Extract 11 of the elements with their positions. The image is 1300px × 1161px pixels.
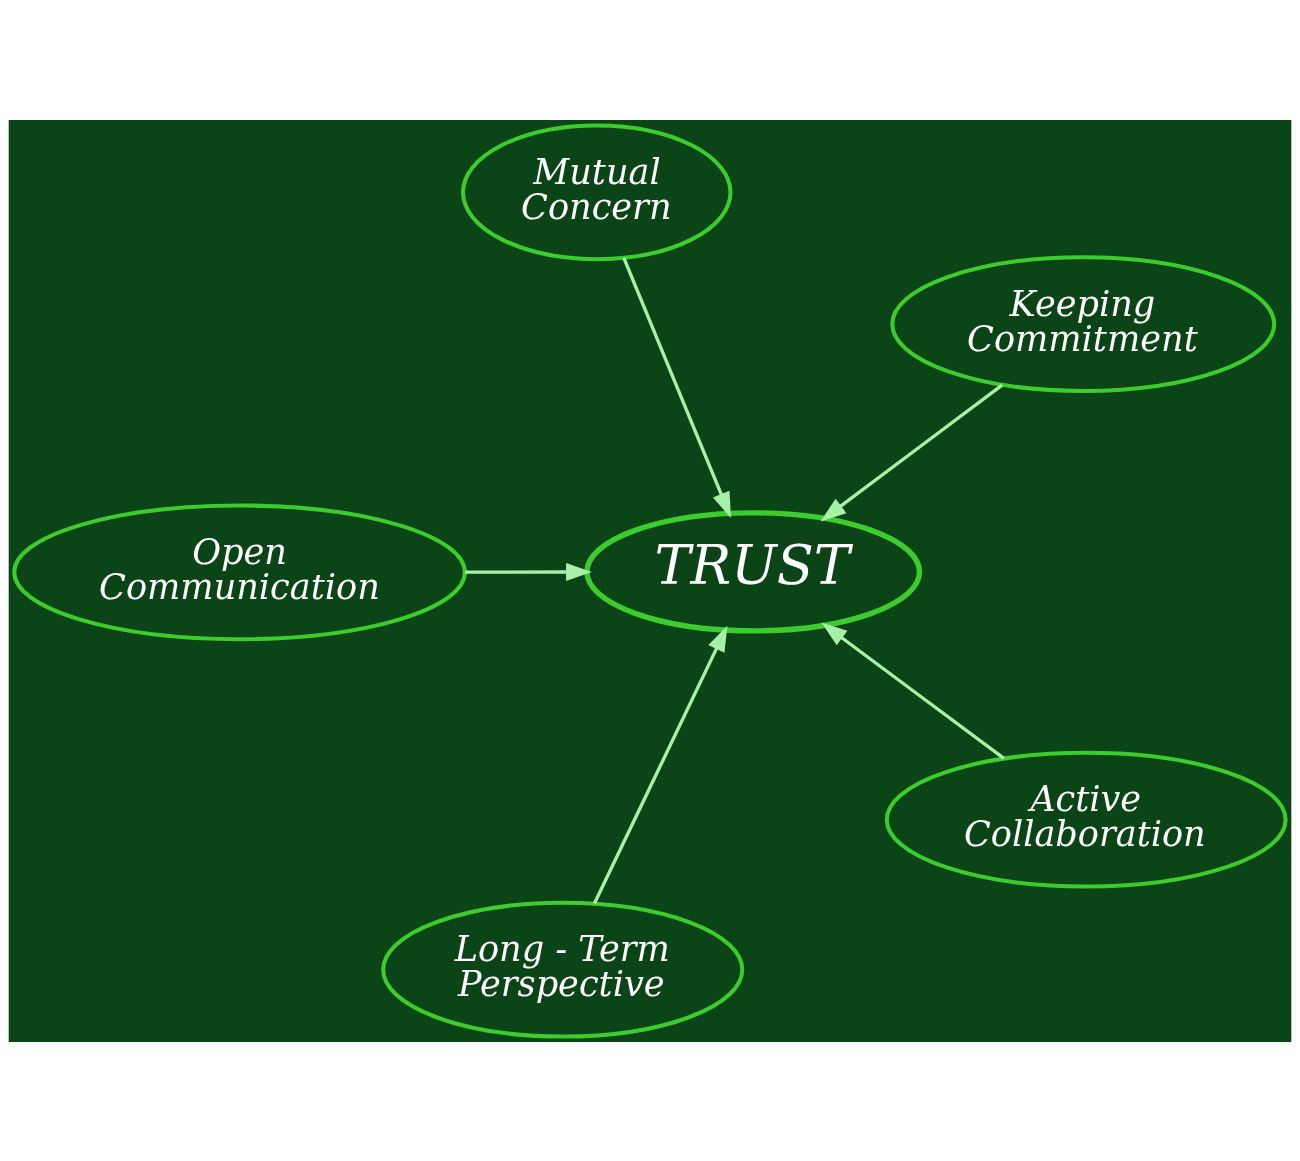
node-ellipse: Long - Term Perspective: [381, 900, 745, 1039]
arrow: [592, 625, 728, 904]
node-ellipse: Keeping Commitment: [890, 254, 1277, 393]
arrow: [465, 562, 592, 581]
arrow: [820, 383, 1004, 521]
node-ellipse: Open Communication: [12, 502, 467, 641]
node-ellipse: Mutual Concern: [460, 122, 733, 261]
node-ellipse: TRUST: [584, 509, 923, 634]
arrow: [622, 256, 731, 518]
arrow: [821, 622, 1005, 760]
node-ellipse: Active Collaboration: [884, 750, 1288, 889]
